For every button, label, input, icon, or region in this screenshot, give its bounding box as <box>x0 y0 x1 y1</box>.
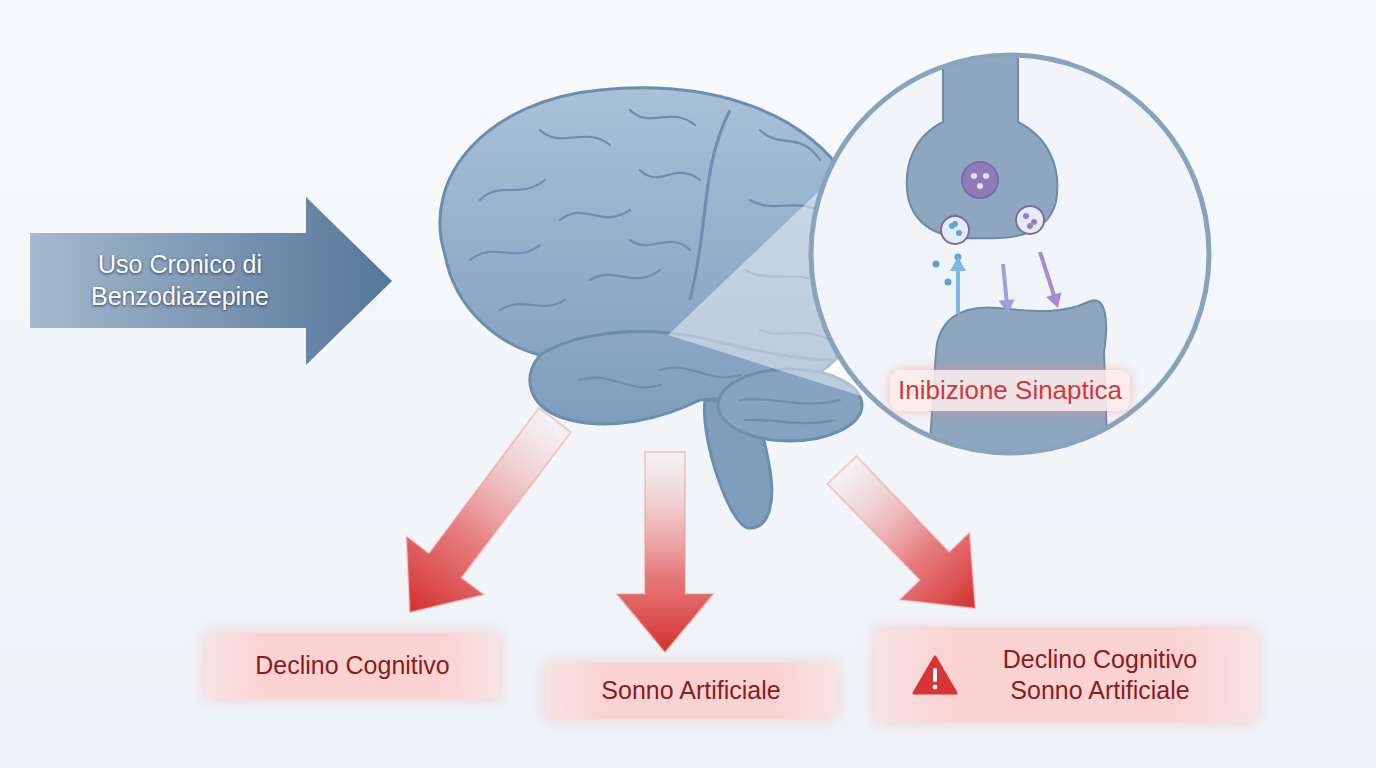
band-shape <box>30 195 392 367</box>
gyrus <box>540 130 610 145</box>
vesicle <box>1016 206 1044 234</box>
zoom-circle: Inibizione Sinaptica <box>808 52 1212 456</box>
signal-arrowhead <box>1046 292 1061 308</box>
vesicle <box>962 162 998 198</box>
zoom-outline <box>811 55 1209 453</box>
signal-arrowhead <box>999 299 1015 314</box>
neurotransmitter <box>933 261 940 268</box>
effect-label: Sonno Artificiale <box>601 675 780 706</box>
gyrus <box>745 420 835 423</box>
neurotransmitter <box>1027 223 1033 229</box>
neurotransmitter <box>952 221 958 227</box>
effect-box: Declino Cognitivo <box>205 633 500 699</box>
warning-dot <box>933 685 938 690</box>
neurotransmitter <box>1023 213 1029 219</box>
effect-label: Declino Cognitivo <box>255 650 450 681</box>
gyrus <box>630 240 690 250</box>
gyrus <box>590 270 660 280</box>
signal-arrow <box>956 267 960 314</box>
warning-triangle <box>914 657 956 693</box>
gyrus <box>500 300 565 310</box>
gyrus <box>470 245 540 260</box>
gyrus <box>760 130 820 160</box>
neurotransmitter <box>956 230 962 236</box>
gyrus <box>630 110 695 125</box>
effect-arrow <box>407 408 571 612</box>
gyrus <box>740 399 840 404</box>
vesicle <box>941 216 969 244</box>
neurotransmitter <box>977 183 983 189</box>
gyrus <box>480 180 545 200</box>
effect-arrow <box>617 452 713 652</box>
signal-arrowhead <box>950 257 966 271</box>
effect-label: Declino Cognitivo Sonno Artificiale <box>980 644 1220 707</box>
neurotransmitter <box>945 279 952 286</box>
effect-box: Sonno Artificiale <box>545 663 837 719</box>
effect-arrow <box>828 456 975 608</box>
signal-arrow <box>1003 264 1007 304</box>
neurotransmitter <box>983 173 989 179</box>
warning-icon <box>912 654 958 696</box>
band-label: Uso Cronico di Benzodiazepine <box>60 233 300 328</box>
presynaptic-terminal <box>907 52 1058 238</box>
warning-mark <box>933 668 937 682</box>
gyrus <box>660 368 740 378</box>
gyrus <box>580 378 660 388</box>
zoom-label: Inibizione Sinaptica <box>890 370 1130 411</box>
gyrus <box>560 210 630 220</box>
effect-arrows <box>407 408 975 652</box>
signal-arrow <box>1040 252 1055 298</box>
band-arrow <box>30 197 392 365</box>
cause-arrow: Uso Cronico di Benzodiazepine <box>30 195 392 367</box>
central-sulcus <box>690 110 730 300</box>
neurotransmitter <box>971 173 977 179</box>
gyrus <box>640 170 700 180</box>
warning-box: Declino Cognitivo Sonno Artificiale <box>875 628 1257 722</box>
